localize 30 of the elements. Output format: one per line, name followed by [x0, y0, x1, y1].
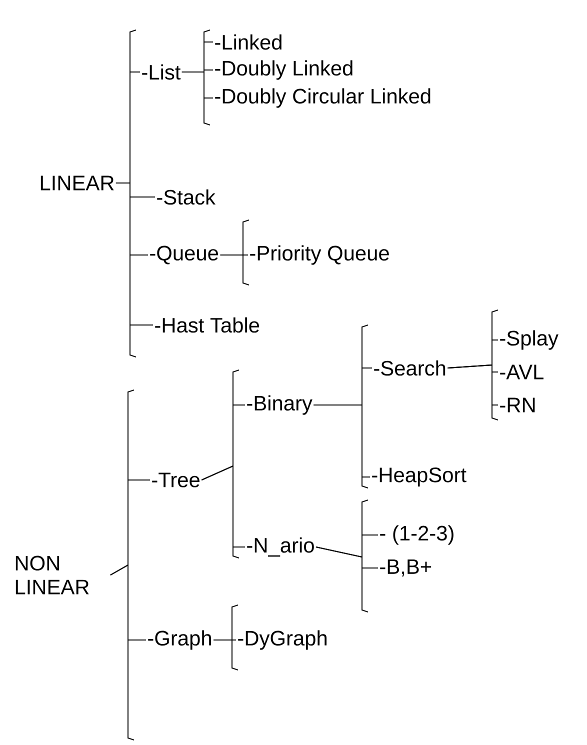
- item-label: -Search: [374, 360, 446, 376]
- connector: [181, 72, 214, 98]
- item-label: -Binary: [247, 395, 312, 415]
- connector: [313, 404, 370, 478]
- category-label: NON LINEAR: [16, 556, 89, 594]
- item-label: -AVL: [500, 364, 544, 380]
- item-label: -DyGraph: [238, 630, 327, 650]
- item-label: -Tree: [152, 472, 200, 488]
- item-label: -Priority Queue: [250, 245, 389, 265]
- item-label: -Doubly Linked: [215, 60, 352, 80]
- connector: [316, 546, 378, 568]
- category-label: LINEAR: [40, 176, 114, 190]
- item-label: -Graph: [148, 630, 211, 650]
- item-label: -N_ario: [247, 537, 314, 557]
- item-label: -Splay: [500, 330, 558, 350]
- connector: [110, 564, 146, 640]
- item-label: -Stack: [157, 189, 216, 205]
- item-label: -Hast Table: [155, 317, 260, 333]
- item-label: -RN: [500, 398, 535, 412]
- connector: [447, 364, 498, 406]
- item-label: -Doubly Circular Linked: [215, 88, 430, 108]
- item-label: - (1-2-3): [380, 525, 454, 545]
- connector: [220, 254, 248, 256]
- item-label: -Linked: [215, 34, 282, 50]
- connector: [201, 465, 246, 548]
- item-label: -HeapSort: [372, 468, 466, 486]
- connector: [115, 182, 154, 326]
- item-label: -Queue: [150, 246, 218, 264]
- item-label: -B,B+: [380, 559, 432, 577]
- item-label: -List: [142, 64, 181, 80]
